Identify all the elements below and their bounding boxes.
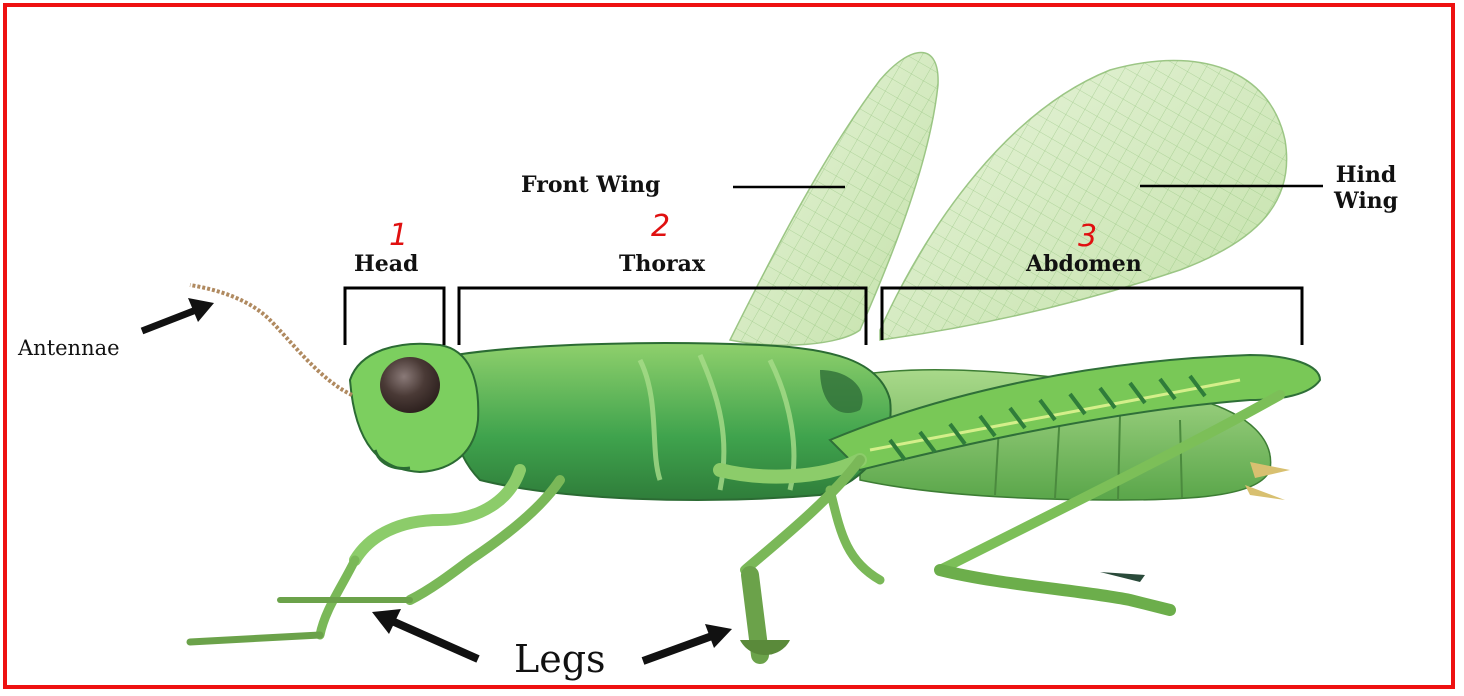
legs-label: Legs (514, 640, 606, 678)
hind-wing-label-line1: Hind (1334, 162, 1398, 188)
front-legs (190, 470, 560, 642)
head-label: Head (354, 253, 418, 275)
abdomen-segment-number: 3 (1078, 222, 1097, 252)
abdomen-label: Abdomen (1026, 253, 1142, 275)
thorax-segment-number: 2 (651, 212, 670, 242)
hind-wing-label-line2: Wing (1334, 188, 1398, 214)
legs-arrow-left-icon (372, 609, 478, 659)
antenna-icon (190, 285, 352, 395)
antennae-arrow-icon (142, 298, 214, 331)
legs-arrow-right-icon (643, 624, 732, 661)
front-wing-label: Front Wing (521, 174, 660, 196)
head-bracket (345, 288, 444, 345)
thorax-label: Thorax (619, 253, 705, 275)
hind-wing-label: Hind Wing (1334, 162, 1398, 214)
compound-eye-icon (380, 357, 440, 413)
head-segment-number: 1 (389, 221, 408, 251)
antennae-label: Antennae (18, 338, 120, 359)
hind-wing (880, 61, 1287, 340)
head-body (350, 344, 478, 472)
